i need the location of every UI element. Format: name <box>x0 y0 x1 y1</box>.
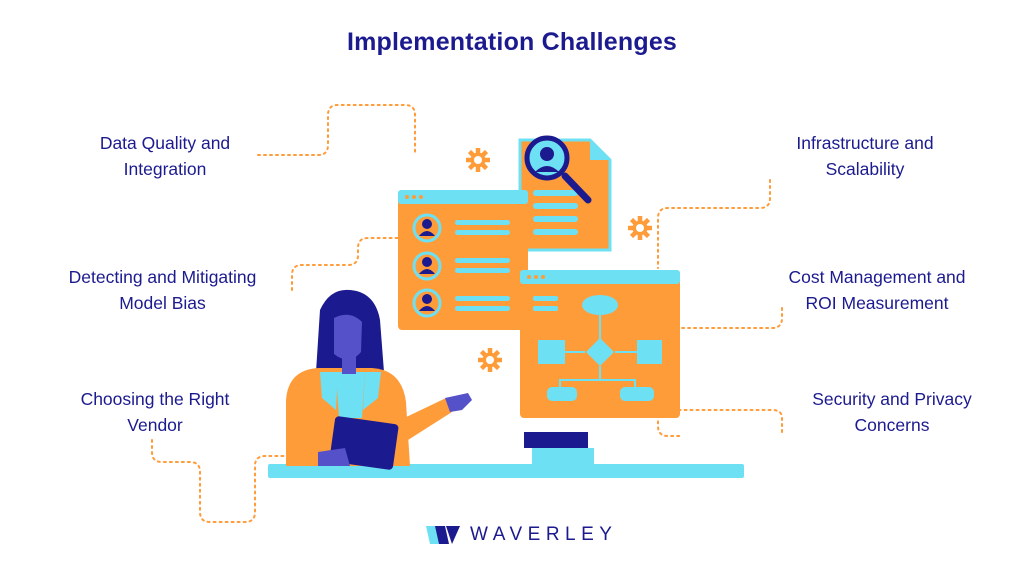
gear-icon <box>466 148 490 172</box>
connector-infrastructure <box>657 179 771 269</box>
page-title: Implementation Challenges <box>346 28 678 56</box>
profiles-window <box>398 190 528 330</box>
desk <box>268 464 744 478</box>
user-avatar-icon <box>412 251 442 281</box>
waverley-logo-icon <box>426 526 460 544</box>
woman-figure <box>286 289 472 470</box>
brand-name: WAVERLEY <box>470 524 618 545</box>
user-avatar-icon <box>412 213 442 243</box>
magnifier-handle <box>561 172 592 204</box>
gear-icon <box>478 348 502 372</box>
label-cost: Cost Management and ROI Measurement <box>788 267 966 313</box>
gear-icons <box>466 148 652 372</box>
user-avatar-icon <box>412 288 442 318</box>
label-model-bias: Detecting and Mitigating Model Bias <box>68 267 257 313</box>
label-vendor: Choosing the Right Vendor <box>80 389 230 435</box>
document-icon <box>518 135 612 252</box>
connector-data-quality <box>257 104 416 156</box>
brand: WAVERLEY <box>426 522 617 548</box>
flowchart-window <box>520 270 680 418</box>
label-data-quality: Data Quality and Integration <box>99 133 231 179</box>
connector-model-bias <box>291 237 399 291</box>
monitor-stand <box>524 432 594 466</box>
label-infrastructure: Infrastructure and Scalability <box>796 133 934 179</box>
gear-icon <box>628 216 652 240</box>
label-security: Security and Privacy Concerns <box>812 389 972 435</box>
connector-vendor <box>151 439 289 523</box>
